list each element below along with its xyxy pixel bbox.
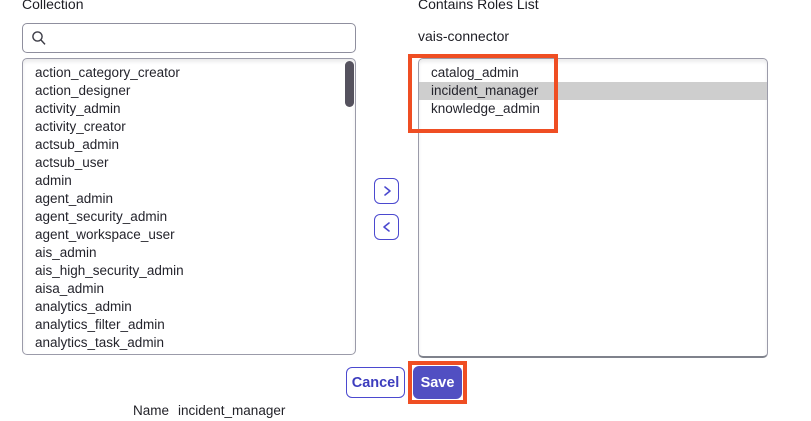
chevron-left-icon: [382, 222, 390, 232]
list-item[interactable]: activity_admin: [35, 101, 121, 116]
list-item[interactable]: analytics_admin: [35, 299, 132, 314]
name-value: incident_manager: [178, 403, 286, 418]
save-button[interactable]: Save: [413, 366, 462, 399]
list-item[interactable]: actsub_user: [35, 155, 109, 170]
list-item[interactable]: agent_workspace_user: [35, 227, 175, 242]
list-item[interactable]: analytics_task_admin: [35, 335, 165, 350]
name-label: Name: [133, 403, 170, 418]
collection-label: Collection: [22, 0, 84, 12]
list-item[interactable]: action_designer: [35, 83, 131, 98]
cancel-button[interactable]: Cancel: [346, 367, 405, 398]
search-input[interactable]: [47, 24, 355, 52]
list-item[interactable]: action_category_creator: [35, 65, 180, 80]
list-item[interactable]: agent_admin: [35, 191, 114, 206]
list-item[interactable]: agent_security_admin: [35, 209, 168, 224]
list-item[interactable]: admin: [35, 173, 72, 188]
list-item[interactable]: knowledge_admin: [431, 101, 540, 116]
scrollbar-thumb[interactable]: [345, 61, 354, 107]
list-item[interactable]: analytics_viewer: [23, 352, 355, 354]
list-item[interactable]: catalog_admin: [431, 65, 519, 80]
search-icon: [32, 31, 46, 45]
add-role-button[interactable]: [374, 178, 399, 204]
list-item[interactable]: activity_creator: [35, 119, 126, 134]
list-item[interactable]: actsub_admin: [35, 137, 120, 152]
name-row: Name incident_manager: [133, 403, 285, 418]
list-item[interactable]: analytics_filter_admin: [35, 317, 165, 332]
contains-roles-list-label: Contains Roles List: [418, 0, 539, 12]
list-item[interactable]: incident_manager: [419, 82, 767, 100]
search-box[interactable]: [22, 23, 356, 53]
list-item[interactable]: ais_admin: [35, 245, 97, 260]
list-item[interactable]: aisa_admin: [35, 281, 105, 296]
list-item[interactable]: ais_high_security_admin: [35, 263, 184, 278]
remove-role-button[interactable]: [374, 214, 399, 240]
collection-name-text: vais-connector: [418, 28, 510, 44]
chevron-right-icon: [383, 186, 391, 196]
